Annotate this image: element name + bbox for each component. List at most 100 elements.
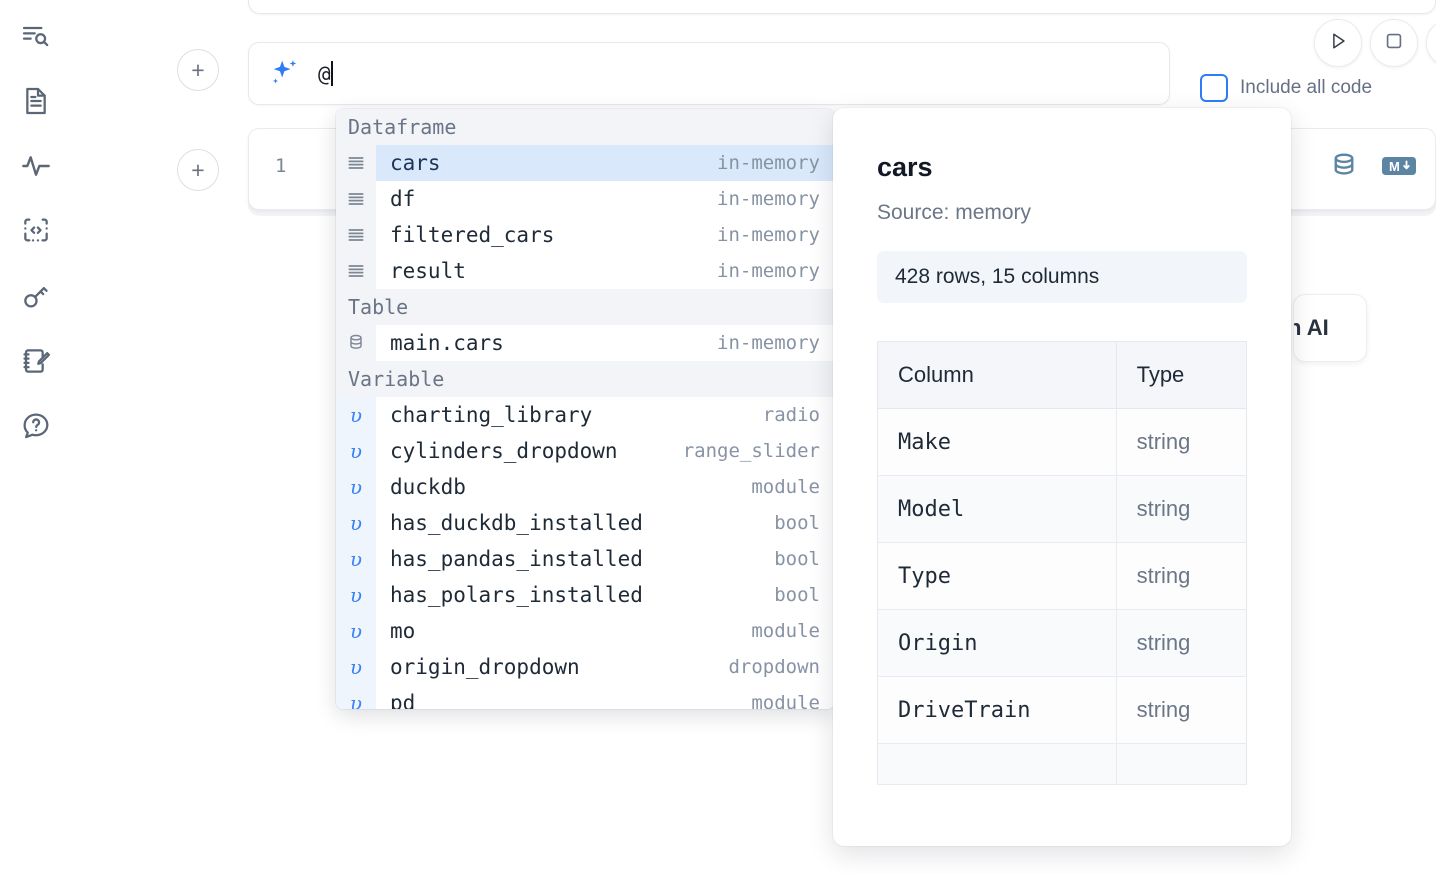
autocomplete-item[interactable]: υ charting_library radio <box>336 397 834 433</box>
column-name-cell: Origin <box>877 609 1117 677</box>
include-all-code-row[interactable]: Include all code <box>1200 74 1372 102</box>
previous-cell-card <box>248 0 1436 14</box>
table-db-icon <box>336 325 376 361</box>
autocomplete-item-label: df <box>390 187 416 211</box>
autocomplete-item-type: module <box>751 692 820 709</box>
dataframe-icon <box>336 145 376 181</box>
variable-icon: υ <box>336 685 376 709</box>
sidebar-rail <box>0 0 72 874</box>
activity-icon <box>20 150 52 182</box>
plus-icon: + <box>191 156 205 183</box>
autocomplete-item-type: range_slider <box>682 440 820 462</box>
autocomplete-group-header: Variable <box>336 361 834 397</box>
autocomplete-item-type: radio <box>762 404 820 426</box>
autocomplete-item-type: in-memory <box>717 260 820 282</box>
stop-button[interactable] <box>1370 19 1418 67</box>
column-name-cell: Make <box>877 408 1117 476</box>
autocomplete-item-label: result <box>390 259 466 283</box>
column-name-cell: DriveTrain <box>877 676 1117 744</box>
key-icon <box>20 280 52 312</box>
variable-icon: υ <box>336 397 376 433</box>
table-row <box>877 743 1247 785</box>
autocomplete-item-type: module <box>751 476 820 498</box>
generate-with-ai-label: h AI <box>1294 315 1329 340</box>
help-chat-icon <box>20 410 52 442</box>
ai-prompt-value: @ <box>318 61 331 86</box>
more-button[interactable] <box>1426 19 1436 67</box>
ai-prompt-box[interactable]: @ <box>248 42 1170 105</box>
generate-with-ai-button[interactable]: h AI <box>1293 294 1367 362</box>
dataframe-detail-panel: cars Source: memory 428 rows, 15 columns… <box>833 108 1291 846</box>
autocomplete-item-type: in-memory <box>717 152 820 174</box>
cell-icon-group: M <box>1329 151 1417 181</box>
autocomplete-item-type: bool <box>774 548 820 570</box>
dataframe-icon <box>336 181 376 217</box>
column-name-cell <box>877 743 1117 785</box>
autocomplete-item-label: cars <box>390 151 441 175</box>
include-all-code-checkbox[interactable] <box>1200 74 1228 102</box>
markdown-icon[interactable]: M <box>1381 154 1417 178</box>
autocomplete-item-label: has_polars_installed <box>390 583 643 607</box>
sidebar-item-outline[interactable] <box>14 14 58 58</box>
autocomplete-item[interactable]: main.cars in-memory <box>336 325 834 361</box>
autocomplete-item[interactable]: cars in-memory <box>336 145 834 181</box>
column-name-cell: Model <box>877 475 1117 543</box>
add-cell-button-top[interactable]: + <box>177 49 219 91</box>
table-header-cell: Type <box>1116 341 1247 409</box>
stop-square-icon <box>1383 30 1405 57</box>
column-type-cell: string <box>1116 609 1247 677</box>
variable-icon: υ <box>336 613 376 649</box>
autocomplete-item[interactable]: υ cylinders_dropdown range_slider <box>336 433 834 469</box>
variable-icon: υ <box>336 469 376 505</box>
detail-source: Source: memory <box>877 201 1032 224</box>
autocomplete-item-label: cylinders_dropdown <box>390 439 618 463</box>
sidebar-item-scratchpad[interactable] <box>14 339 58 383</box>
sidebar-item-activity[interactable] <box>14 144 58 188</box>
column-type-cell <box>1116 743 1247 785</box>
add-cell-button-bottom[interactable]: + <box>177 149 219 191</box>
column-type-cell: string <box>1116 542 1247 610</box>
autocomplete-item[interactable]: df in-memory <box>336 181 834 217</box>
play-icon <box>1327 30 1349 57</box>
sidebar-item-help[interactable] <box>14 404 58 448</box>
variable-icon: υ <box>336 649 376 685</box>
autocomplete-item-label: duckdb <box>390 475 466 499</box>
run-button[interactable] <box>1314 19 1362 67</box>
autocomplete-item[interactable]: result in-memory <box>336 253 834 289</box>
autocomplete-item-label: has_pandas_installed <box>390 547 643 571</box>
autocomplete-item-label: filtered_cars <box>390 223 555 247</box>
column-type-cell: string <box>1116 475 1247 543</box>
autocomplete-item-label: pd <box>390 691 416 709</box>
autocomplete-item-type: module <box>751 620 820 642</box>
variable-icon: υ <box>336 577 376 613</box>
sidebar-item-secrets[interactable] <box>14 274 58 318</box>
autocomplete-item-label: main.cars <box>390 331 504 355</box>
explore-outline-icon <box>20 20 52 52</box>
detail-stats-badge: 428 rows, 15 columns <box>877 251 1247 303</box>
autocomplete-item-type: in-memory <box>717 188 820 210</box>
ai-prompt-input[interactable]: @ <box>303 43 1169 104</box>
sidebar-item-snippets[interactable] <box>14 209 58 253</box>
database-icon[interactable] <box>1329 151 1359 181</box>
autocomplete-item-label: charting_library <box>390 403 593 427</box>
variable-icon: υ <box>336 433 376 469</box>
autocomplete-item-type: in-memory <box>717 332 820 354</box>
notebook-edit-icon <box>20 345 52 377</box>
sidebar-item-files[interactable] <box>14 79 58 123</box>
autocomplete-item-label: has_duckdb_installed <box>390 511 643 535</box>
autocomplete-item-type: bool <box>774 512 820 534</box>
